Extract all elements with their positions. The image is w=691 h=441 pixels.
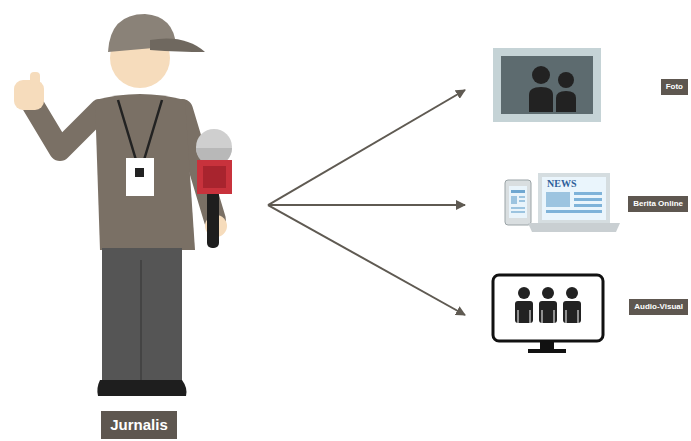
media-node: Foto xyxy=(465,45,688,135)
online-news-icon xyxy=(505,173,620,232)
photo-icon xyxy=(493,48,601,122)
media-label: Jurnalis xyxy=(101,411,177,440)
journalist-figure xyxy=(14,14,232,396)
media-node: Berita Online xyxy=(465,160,688,250)
media-label: Foto xyxy=(661,79,688,96)
journalist-node: Jurnalis xyxy=(0,0,268,441)
arrow-connector xyxy=(268,204,465,206)
audio-visual-icon xyxy=(493,275,603,353)
media-label: Audio-Visual xyxy=(629,299,688,316)
screen-headline: NEWS xyxy=(547,179,576,189)
media-label: Berita Online xyxy=(628,196,688,213)
arrow-connector xyxy=(268,205,465,315)
arrow-connector xyxy=(268,90,465,205)
media-node: Audio-Visual xyxy=(465,270,688,360)
